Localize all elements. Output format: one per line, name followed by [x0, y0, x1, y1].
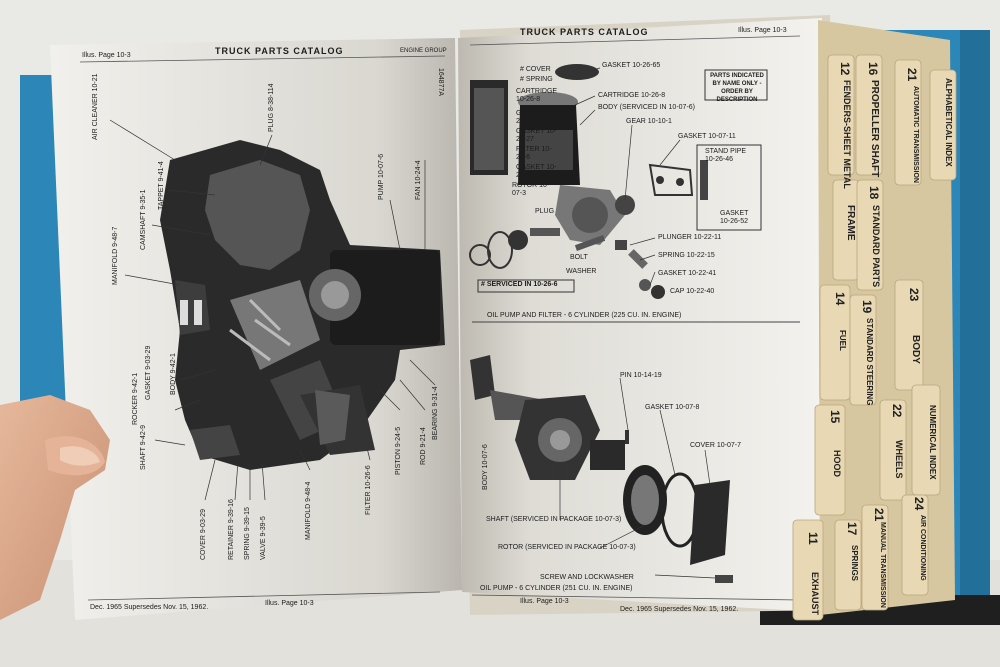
r-label-plunger: PLUNGER 10-22-11 [658, 234, 722, 241]
tab-19-num[interactable]: 19 [860, 300, 874, 314]
tab-12-num[interactable]: 12 [838, 62, 852, 76]
left-section: ENGINE GROUP [400, 48, 447, 54]
r-label-stand-pipe: STAND PIPE 10-26-46 [705, 148, 747, 163]
r-label-gasket-52: GASKET 10-26-52 [720, 210, 749, 225]
left-page-header: TRUCK PARTS CATALOG [215, 46, 344, 56]
right-footer-date: Dec. 1965 Supersedes Nov. 15, 1962. [620, 606, 739, 613]
left-footer-illus: Illus. Page 10-3 [265, 600, 314, 607]
left-illus-page: Illus. Page 10-3 [82, 52, 131, 59]
right-page-header: TRUCK PARTS CATALOG [520, 27, 649, 37]
r-label-washer: WASHER [566, 268, 597, 275]
r-label-pin: PIN 10-14-19 [620, 372, 662, 379]
label-filter: FILTER 10-26-6 [365, 465, 372, 515]
left-code: 164877A [437, 68, 444, 97]
tab-wheels[interactable]: WHEELS [894, 440, 904, 479]
tab-standard-parts[interactable]: STANDARD PARTS [871, 205, 881, 288]
tab-propeller[interactable]: PROPELLER SHAFT [869, 80, 880, 178]
label-plug: PLUG 8-38-114 [268, 83, 275, 132]
label-rocker: ROCKER 9-42-1 [132, 372, 139, 425]
label-cover: COVER 9-03-29 [200, 509, 207, 560]
serviced-note: # SERVICED IN 10-26-6 [481, 281, 558, 288]
right-footer-illus: Illus. Page 10-3 [520, 598, 569, 605]
tab-11-num[interactable]: 11 [806, 532, 820, 545]
label-bearing: BEARING 9-31-4 [432, 386, 439, 440]
r-label-cover-07-7: COVER 10-07-7 [690, 442, 741, 449]
left-footer-date: Dec. 1965 Supersedes Nov. 15, 1962. [90, 604, 209, 611]
label-fan: FAN 10-24-4 [415, 160, 422, 200]
label-manifold-top: MANIFOLD 9-48-7 [112, 226, 119, 285]
tab-15-num[interactable]: 15 [828, 410, 842, 424]
r-label-cartridge: CARTRIDGE 10-26-8 [598, 92, 666, 99]
r-label-filter: FILTER 10-26-6 [516, 146, 552, 161]
r-label-cap: CAP 10-22-40 [670, 288, 715, 295]
tab-21-num[interactable]: 21 [905, 68, 919, 82]
r-label-spring: # SPRING [520, 76, 553, 83]
caption-bottom: OIL PUMP - 6 CYLINDER (251 CU. IN. ENGIN… [480, 585, 633, 592]
label-pump: PUMP 10-07-6 [378, 153, 385, 200]
r-label-gasket-top: GASKET 10-26-65 [602, 62, 661, 69]
label-air-cleaner: AIR CLEANER 10-21 [92, 73, 99, 140]
r-label-spring-22: SPRING 10-22-15 [658, 252, 715, 259]
r-label-gasket-22-41: GASKET 10-22-41 [658, 270, 717, 277]
label-gasket: GASKET 9-03-29 [145, 345, 152, 400]
r-label-rotor-serviced: ROTOR (SERVICED IN PACKAGE 10-07-3) [498, 544, 636, 551]
tab-body[interactable]: BODY [910, 335, 921, 364]
tab-exhaust[interactable]: EXHAUST [810, 572, 820, 616]
oil-pump-illustration [470, 355, 733, 583]
r-label-rotor: ROTOR 10-07-3 [512, 182, 550, 197]
tab-fuel[interactable]: FUEL [838, 330, 847, 351]
label-camshaft: CAMSHAFT 9-35-1 [140, 189, 147, 250]
label-body: BODY 9-42-1 [170, 353, 177, 395]
r-label-gasket-27: GASKET 10-26-27 [516, 128, 557, 143]
r-label-body-serviced: BODY (SERVICED IN 10-07-6) [598, 104, 695, 111]
tab-fenders[interactable]: FENDERS-SHEET METAL [842, 80, 852, 189]
r-label-gasket-07-8: GASKET 10-07-8 [645, 404, 700, 411]
r-label-shaft-serviced: SHAFT (SERVICED IN PACKAGE 10-07-3) [486, 516, 622, 523]
tab-14-num[interactable]: 14 [833, 292, 847, 306]
tab-23-num[interactable]: 23 [907, 288, 921, 302]
tab-frame[interactable]: FRAME [845, 205, 856, 241]
caption-top: OIL PUMP AND FILTER - 6 CYLINDER (225 CU… [487, 312, 682, 319]
tab-16-num[interactable]: 16 [866, 62, 880, 76]
r-label-gear: GEAR 10-10-1 [626, 118, 672, 125]
tab-17-num[interactable]: 17 [845, 522, 859, 536]
tab-edges [792, 54, 957, 621]
label-valve: VALVE 9-39-5 [260, 516, 267, 560]
r-label-cartridge-left: CARTRIDGE 10-26-8 [516, 88, 558, 103]
label-shaft: SHAFT 9-42-9 [140, 425, 147, 470]
right-illus-page: Illus. Page 10-3 [738, 27, 787, 34]
r-label-gasket-37: GASKET 10-26-37 [516, 110, 557, 125]
r-label-gasket-38: GASKET 10-26-38 [516, 164, 557, 179]
tab-hood[interactable]: HOOD [832, 450, 842, 477]
tab-automatic[interactable]: AUTOMATIC TRANSMISSION [912, 86, 919, 183]
parts-note: PARTS INDICATED BY NAME ONLY - ORDER BY … [710, 73, 764, 103]
oil-filter-illustration [469, 64, 708, 299]
tab-24-num[interactable]: 24 [912, 497, 926, 511]
tab-air-conditioning[interactable]: AIR CONDITIONING [919, 515, 926, 581]
r-label-body-bottom: BODY 10-07-6 [482, 444, 489, 490]
engine-illustration [160, 140, 445, 470]
tab-manual-transmission[interactable]: MANUAL TRANSMISSION [879, 522, 886, 608]
label-tappet: TAPPET 9-41-4 [158, 161, 165, 210]
tab-numerical[interactable]: NUMERICAL INDEX [928, 405, 937, 480]
r-label-screw: SCREW AND LOCKWASHER [540, 574, 634, 581]
tab-22-num[interactable]: 22 [890, 404, 904, 418]
tab-springs[interactable]: SPRINGS [850, 545, 859, 582]
tab-18-num[interactable]: 18 [867, 186, 881, 200]
tab-21b-num[interactable]: 21 [872, 508, 886, 522]
r-label-cover: # COVER [520, 66, 551, 73]
r-label-plug: PLUG [535, 208, 555, 215]
hand [0, 395, 110, 620]
label-retainer: RETAINER 9-39-16 [228, 499, 235, 560]
label-rod: ROD 9-21-4 [420, 427, 427, 465]
tab-standard-steering[interactable]: STANDARD STEERING [865, 318, 874, 406]
r-label-gasket-07-11: GASKET 10-07-11 [678, 133, 736, 140]
label-spring: SPRING 9-39-15 [244, 507, 251, 560]
tab-alphabetical[interactable]: ALPHABETICAL INDEX [944, 78, 953, 167]
label-manifold-bottom: MANIFOLD 9-48-4 [305, 481, 312, 540]
label-piston: PISTON 9-24-5 [395, 426, 402, 475]
r-label-bolt: BOLT [570, 254, 588, 261]
